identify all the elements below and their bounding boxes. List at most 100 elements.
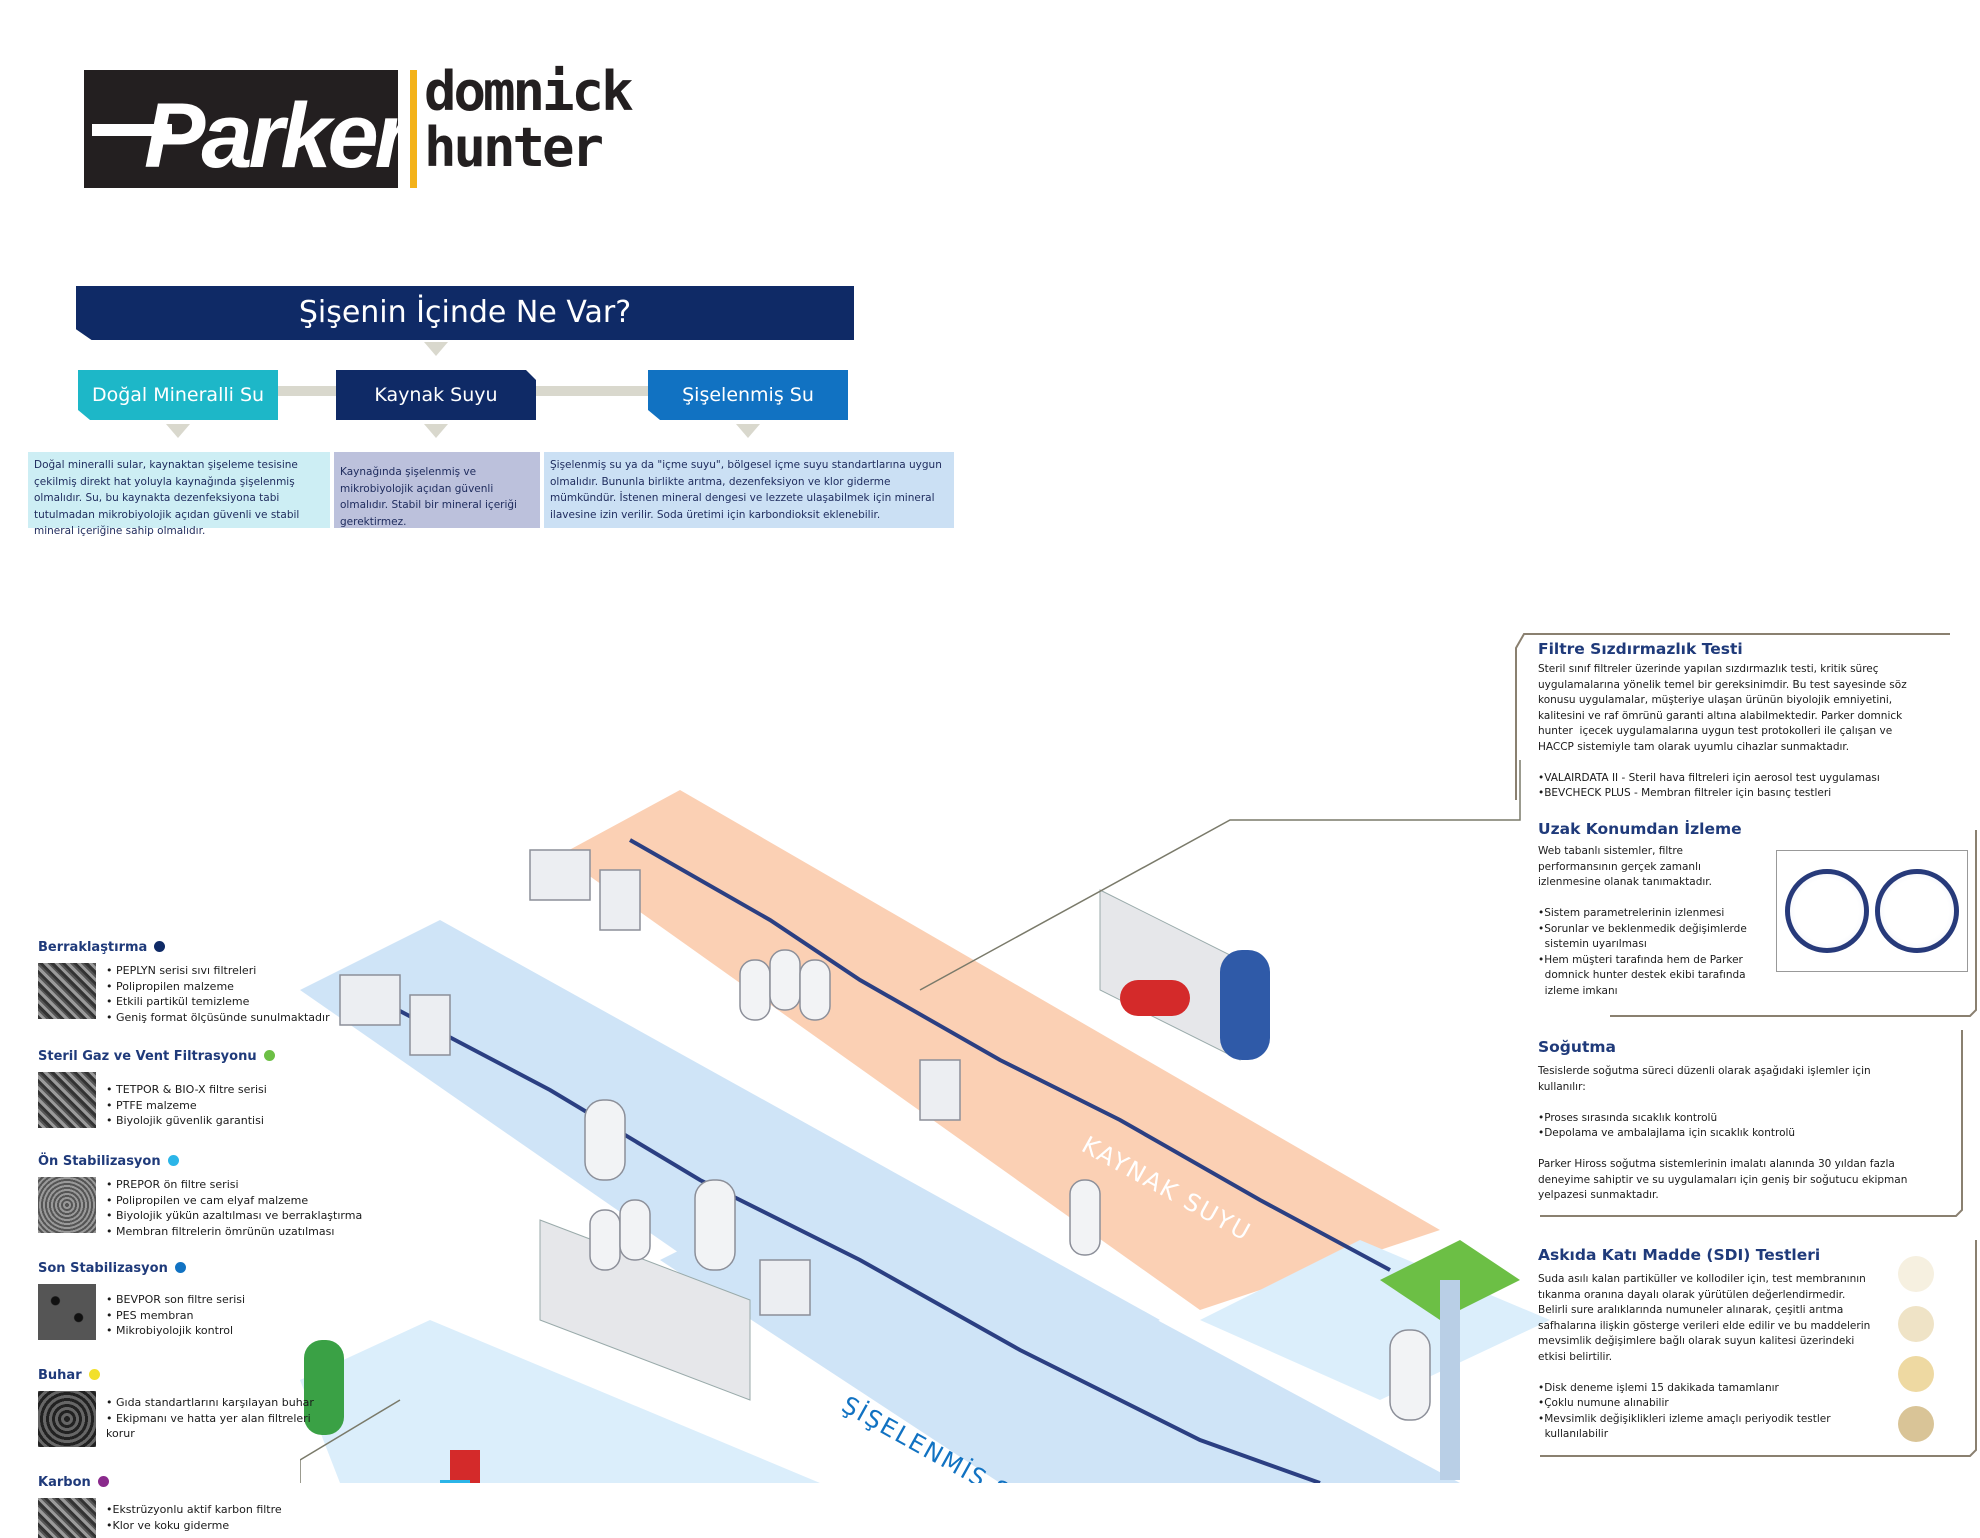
bullet: • Ekipmanı ve hatta yer alan filtreleri — [106, 1411, 311, 1425]
panel-line: Belirli sure aralıklarında numuneler alı… — [1538, 1304, 1844, 1316]
panel-line: kalitesini ve raf ömrünü garanti altına … — [1538, 709, 1903, 722]
section-thumbnail — [38, 1391, 96, 1447]
bullet: • Polipropilen ve cam elyaf malzeme — [106, 1193, 309, 1207]
section-title: Steril Gaz ve Vent Filtrasyonu — [38, 1049, 257, 1064]
connector-1 — [278, 386, 336, 396]
section-title: Berraklaştırma — [38, 940, 148, 955]
bullet: •Ekstrüzyonlu aktif karbon filtre — [106, 1503, 282, 1516]
panel-line: kullanılabilir — [1538, 1428, 1609, 1440]
panel-line — [1538, 1142, 1948, 1158]
section-dot — [174, 1262, 186, 1273]
bullet: • Biyolojik güvenlik garantisi — [106, 1114, 264, 1127]
panel-line: hunter içecek uygulamalarına uygun test … — [1538, 725, 1893, 737]
sdi-disc-3 — [1898, 1356, 1934, 1392]
logo-divider — [410, 70, 417, 188]
bullet: • Biyolojik yükün azaltılması ve berrakl… — [106, 1209, 363, 1222]
arrow-3 — [736, 424, 760, 438]
green-vessel — [304, 1340, 344, 1435]
section-clarification: Berraklaştırma • PEPLYN serisi sıvı filt… — [38, 940, 378, 1025]
panel-body: Steril sınıf filtreler üzerinde yapılan … — [1538, 662, 1958, 802]
well-pipe — [1440, 1280, 1460, 1480]
banner-arrow — [424, 342, 448, 356]
panel-sdi: Askıda Katı Madde (SDI) Testleri Suda as… — [1538, 1246, 1918, 1443]
panel-line — [1538, 755, 1958, 771]
utility-band — [300, 1320, 820, 1483]
panel-line: •Hem müşteri tarafında hem de Parker — [1538, 953, 1743, 966]
panel-title: Askıda Katı Madde (SDI) Testleri — [1538, 1246, 1821, 1264]
bullet: •Klor ve koku giderme — [106, 1518, 230, 1532]
panel-line: •Disk deneme işlemi 15 dakikada tamamlan… — [1538, 1381, 1779, 1394]
bullet: • Gıda standartlarını karşılayan buhar — [106, 1396, 314, 1409]
panel-line: kullanılır: — [1538, 1080, 1586, 1093]
panel-line: •Mevsimlik değişiklikleri izleme amaçlı … — [1538, 1412, 1831, 1425]
panel-line: Parker Hiross soğutma sistemlerinin imal… — [1538, 1158, 1895, 1170]
section-title: Ön Stabilizasyon — [38, 1154, 161, 1169]
section-thumbnail — [38, 1072, 96, 1128]
section-thumbnail — [38, 963, 96, 1019]
section-final-stabilization: Son Stabilizasyon • BEVPOR son filtre se… — [38, 1261, 378, 1346]
panel-line: •Çoklu numune alınabilir — [1538, 1397, 1669, 1409]
filter-sections: Berraklaştırma • PEPLYN serisi sıvı filt… — [38, 940, 378, 1538]
panel-cooling: Soğutma Tesislerde soğutma süreci düzenl… — [1538, 1038, 1948, 1204]
pipe-bottled — [359, 988, 1321, 1483]
bullet: • PEPLYN serisi sıvı filtreleri — [106, 964, 257, 977]
desc-spring-water: Kaynağında şişelenmiş ve mikrobiyolojik … — [334, 452, 540, 528]
panel-title: Filtre Sızdırmazlık Testi — [1538, 640, 1743, 658]
panel-remote-monitoring: Uzak Konumdan İzleme Web tabanlı sisteml… — [1538, 820, 1958, 999]
bullet: • Geniş format ölçüsünde sunulmaktadır — [106, 1010, 330, 1024]
gauge-panel — [1776, 850, 1968, 972]
right-panel-frame — [1515, 633, 1977, 1457]
section-sterile-gas: Steril Gaz ve Vent Filtrasyonu • TETPOR … — [38, 1049, 378, 1134]
parker-logo-word: Parker — [144, 85, 410, 187]
panel-line — [1538, 1095, 1948, 1111]
plant-diagram: KAYNAK SUYU ŞİŞELENMİŞ SU — [300, 760, 1550, 1483]
panel-line: safhalarına ilişkin gösterge verileri el… — [1538, 1319, 1871, 1332]
bullet: • PREPOR ön filtre serisi — [106, 1178, 239, 1191]
logo-line-1: domnick — [424, 60, 634, 123]
box-spring-water-label: Kaynak Suyu — [374, 384, 498, 406]
section-carbon: Karbon •Ekstrüzyonlu aktif karbon filtre… — [38, 1475, 378, 1538]
section-title: Buhar — [38, 1368, 82, 1383]
bullet: • Membran filtrelerin ömrünün uzatılması — [106, 1224, 335, 1238]
sdi-disc-2 — [1898, 1306, 1934, 1342]
spring-water-band — [560, 790, 1440, 1310]
panel-line: deneyime sahiptir ve su uygulamaları içi… — [1538, 1173, 1908, 1186]
logo-stroke — [92, 124, 172, 136]
panel-line: konusu uygulamalar, müşteriye ulaşan ürü… — [1538, 694, 1893, 706]
wall-panel-right — [1099, 889, 1241, 1061]
section-steam: Buhar • Gıda standartlarını karşılayan b… — [38, 1368, 378, 1453]
bullet: • PTFE malzeme — [106, 1098, 197, 1112]
box-natural-mineral-label: Doğal Mineralli Su — [91, 384, 265, 406]
panel-line: •BEVCHECK PLUS - Membran filtreler için … — [1538, 787, 1832, 799]
section-dot — [263, 1050, 275, 1061]
remote-band — [1200, 1240, 1550, 1400]
red-unit — [450, 1450, 480, 1483]
leader-left — [300, 1399, 401, 1483]
desc-natural-mineral: Doğal mineralli sular, kaynaktan şişelem… — [28, 452, 330, 537]
gauge-icon — [1785, 869, 1869, 953]
section-thumbnail — [38, 1177, 96, 1233]
panel-line: Suda asılı kalan partiküller ve kollodil… — [1538, 1273, 1866, 1285]
sdi-disc-1 — [1898, 1256, 1934, 1292]
box-spring-water: Kaynak Suyu — [336, 370, 536, 420]
bullet: • Mikrobiyolojik kontrol — [106, 1324, 234, 1337]
section-dot — [97, 1476, 109, 1487]
panel-line — [1538, 1365, 1918, 1381]
panel-line: •VALAIRDATA II - Steril hava filtreleri … — [1538, 771, 1880, 784]
bullet: • TETPOR & BIO-X filtre serisi — [106, 1083, 267, 1096]
panel-line: izlenmesine olanak tanımaktadır. — [1538, 876, 1712, 888]
panel-line: izleme imkanı — [1538, 984, 1618, 997]
bullet: • PES membran — [106, 1308, 194, 1322]
bullet: korur — [106, 1427, 135, 1440]
red-vessel — [1120, 980, 1190, 1016]
gauge-icon — [1875, 869, 1959, 953]
box-bottled-water: Şişelenmiş Su — [648, 370, 848, 420]
arrow-1 — [166, 424, 190, 438]
tank-group — [584, 949, 1431, 1421]
panel-title: Uzak Konumdan İzleme — [1538, 820, 1742, 838]
desc-bottled-water: Şişelenmiş su ya da "içme suyu", bölgese… — [544, 452, 954, 528]
panel-line: domnick hunter destek ekibi tarafında — [1538, 969, 1746, 981]
panel-body: Tesislerde soğutma süreci düzenli olarak… — [1538, 1064, 1948, 1204]
bullet: • BEVPOR son filtre serisi — [106, 1293, 246, 1306]
